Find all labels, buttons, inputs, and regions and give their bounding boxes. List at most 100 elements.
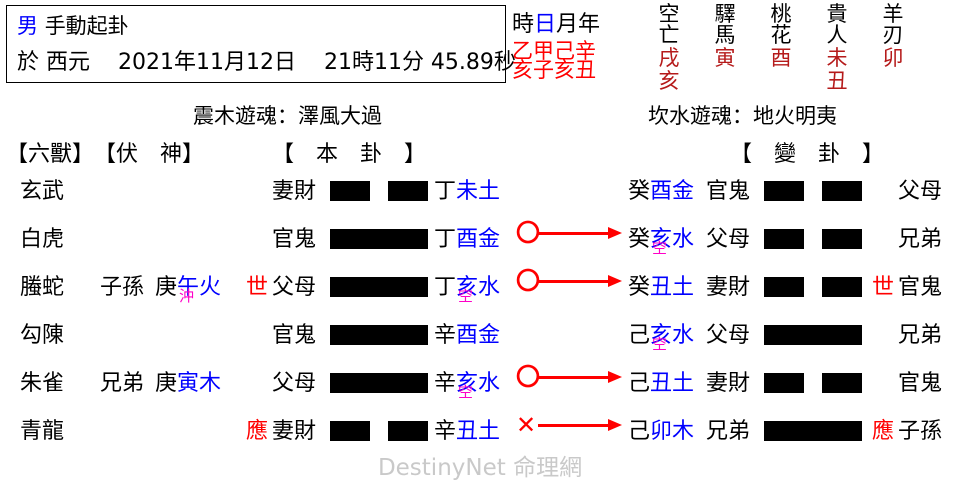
- liushou-label: 螣蛇: [20, 275, 65, 300]
- changing-line-marker: 〇: [516, 365, 626, 393]
- primary-ganzhi-stem: 辛: [434, 371, 457, 396]
- changed-ganzhi: 己卯木: [628, 413, 694, 445]
- shensha-kongwang: 空 亡 戌 亥: [652, 4, 686, 92]
- shensha-value2: 丑: [826, 69, 848, 93]
- date-prefix-label: 於 西元: [17, 50, 90, 75]
- changed-hexagram-line-yang: [764, 421, 862, 441]
- changed-ganzhi: 己丑土: [628, 365, 694, 397]
- table-row: 玄武妻財丁未土癸酉金官鬼父母: [0, 163, 960, 211]
- line-bar: [330, 181, 370, 201]
- changed-ganzhi-branch: 卯木: [650, 419, 695, 444]
- primary-ganzhi-stem: 丁: [434, 179, 457, 204]
- change-arrow-head: [608, 275, 622, 287]
- primary-ganzhi: 丁酉金: [434, 221, 500, 253]
- changed-liuqin-label-outer: 官鬼: [898, 371, 943, 396]
- date-value: 2021年11月12日: [117, 50, 296, 75]
- primary-ganzhi-stem: 丁: [434, 275, 457, 300]
- column-header-bengua: 【 本 卦 】: [272, 142, 427, 167]
- primary-hexagram-line-yin: [330, 181, 428, 201]
- primary-hexagram-line-yang: [330, 325, 428, 345]
- pillar-label-hour: 時: [512, 12, 535, 37]
- four-pillars-panel: 時日月年 乙甲己辛 亥子亥丑: [512, 6, 642, 81]
- shensha-value: 未: [826, 46, 848, 70]
- table-row: 白虎官鬼丁酉金〇癸亥水空父母兄弟: [0, 211, 960, 259]
- column-header-liushou: 【六獸】: [6, 142, 95, 167]
- shensha-value2: 亥: [658, 69, 680, 93]
- shensha-name-top: 貴: [826, 2, 848, 26]
- changing-line-marker: 〇: [516, 221, 626, 249]
- time-value: 21時11分 45.89秒: [323, 50, 516, 75]
- changed-ganzhi-stem: 癸: [628, 227, 651, 252]
- changed-hexagram-line-yin: [764, 229, 862, 249]
- pillar-label-month: 月: [556, 12, 579, 37]
- change-arrow-shaft: [538, 280, 614, 283]
- line-bar: [822, 181, 862, 201]
- table-row: 勾陳官鬼辛酉金己亥水空父母兄弟: [0, 307, 960, 355]
- change-arrow-shaft: [538, 376, 614, 379]
- changed-liuqin-label: 妻財: [706, 371, 751, 396]
- changed-hexagram-line-yin: [764, 373, 862, 393]
- changed-ganzhi-stem: 癸: [628, 179, 651, 204]
- shensha-yima: 驛 馬 寅: [708, 4, 742, 92]
- line-bar: [764, 325, 862, 345]
- changed-ganzhi: 己亥水空: [628, 317, 695, 352]
- change-arrow-head: [608, 227, 622, 239]
- method-label: 手動起卦: [44, 14, 129, 38]
- changed-liuqin-label-outer: 官鬼: [898, 275, 943, 300]
- changed-ganzhi-branch: 亥水: [650, 323, 695, 348]
- changed-ganzhi-stem: 己: [628, 371, 651, 396]
- primary-ganzhi: 辛亥水空: [434, 365, 500, 401]
- fushen-god-label: 兄弟: [100, 371, 145, 396]
- liushou-label: 朱雀: [20, 371, 65, 396]
- primary-hexagram-line-yin: [330, 421, 428, 441]
- line-bar: [330, 325, 428, 345]
- changed-ganzhi-marker: 空: [652, 239, 668, 257]
- changing-line-glyph: 〇: [516, 267, 540, 295]
- changing-line-marker: ✕: [516, 413, 626, 441]
- shensha-value: 酉: [770, 46, 792, 70]
- primary-gua-title: 震木遊魂：澤風大過: [193, 104, 382, 128]
- primary-ganzhi: 丁未土: [434, 173, 500, 205]
- primary-liuqin-label: 官鬼: [272, 227, 317, 252]
- primary-shi-ying-marker: 世: [246, 275, 269, 300]
- fushen-ganzhi-stem: 庚: [155, 371, 178, 396]
- primary-liuqin-label: 妻財: [272, 419, 317, 444]
- pillar-label-day: 日: [534, 12, 557, 37]
- primary-ganzhi-branch: 酉金: [456, 227, 501, 252]
- line-bar: [330, 277, 428, 297]
- changed-ganzhi: 癸亥水空: [628, 221, 695, 257]
- fushen-god-label: 子孫: [100, 275, 145, 300]
- pillars-header: 時日月年: [512, 6, 642, 38]
- table-row: 螣蛇子孫庚午火沖世父母丁亥水空〇癸丑土妻財世官鬼: [0, 259, 960, 307]
- line-bar: [330, 229, 428, 249]
- primary-ganzhi-stem: 辛: [434, 323, 457, 348]
- shensha-name-top: 桃: [770, 2, 792, 26]
- watermark: DestinyNet 命理網: [377, 455, 583, 481]
- changed-shi-ying-marker: 應: [872, 419, 895, 444]
- changed-hexagram-line-yin: [764, 277, 862, 297]
- line-bar: [822, 277, 862, 297]
- primary-hexagram-line-yang: [330, 373, 428, 393]
- line-bar: [764, 373, 804, 393]
- shensha-name-bottom: 亡: [658, 23, 680, 47]
- changing-line-glyph: 〇: [516, 219, 540, 247]
- line-bar: [764, 229, 804, 249]
- shensha-name-bottom: 花: [770, 23, 792, 47]
- gender-label: 男: [17, 14, 38, 38]
- primary-shi-ying-marker: 應: [246, 419, 269, 444]
- shensha-panel: 空 亡 戌 亥 驛 馬 寅 桃 花 酉 貴 人 未 丑 羊 刃 卯: [652, 4, 910, 92]
- changed-ganzhi-stem: 己: [628, 419, 651, 444]
- primary-ganzhi-stem: 辛: [434, 419, 457, 444]
- line-bar: [822, 373, 862, 393]
- line-bar: [388, 421, 428, 441]
- casting-datetime-line: 於 西元 2021年11月12日 21時11分 45.89秒: [17, 44, 516, 76]
- liushou-label: 白虎: [20, 227, 65, 252]
- table-row: 青龍應妻財辛丑土✕己卯木兄弟應子孫: [0, 403, 960, 451]
- fushen-ganzhi-marker: 沖: [179, 287, 195, 305]
- changed-ganzhi-branch: 亥水: [650, 227, 695, 252]
- shensha-guiren: 貴 人 未 丑: [820, 4, 854, 92]
- fushen-ganzhi: 庚寅木: [155, 365, 221, 397]
- primary-ganzhi-marker: 空: [458, 383, 474, 401]
- changed-liuqin-label: 父母: [706, 323, 751, 348]
- changed-liuqin-label: 官鬼: [706, 179, 751, 204]
